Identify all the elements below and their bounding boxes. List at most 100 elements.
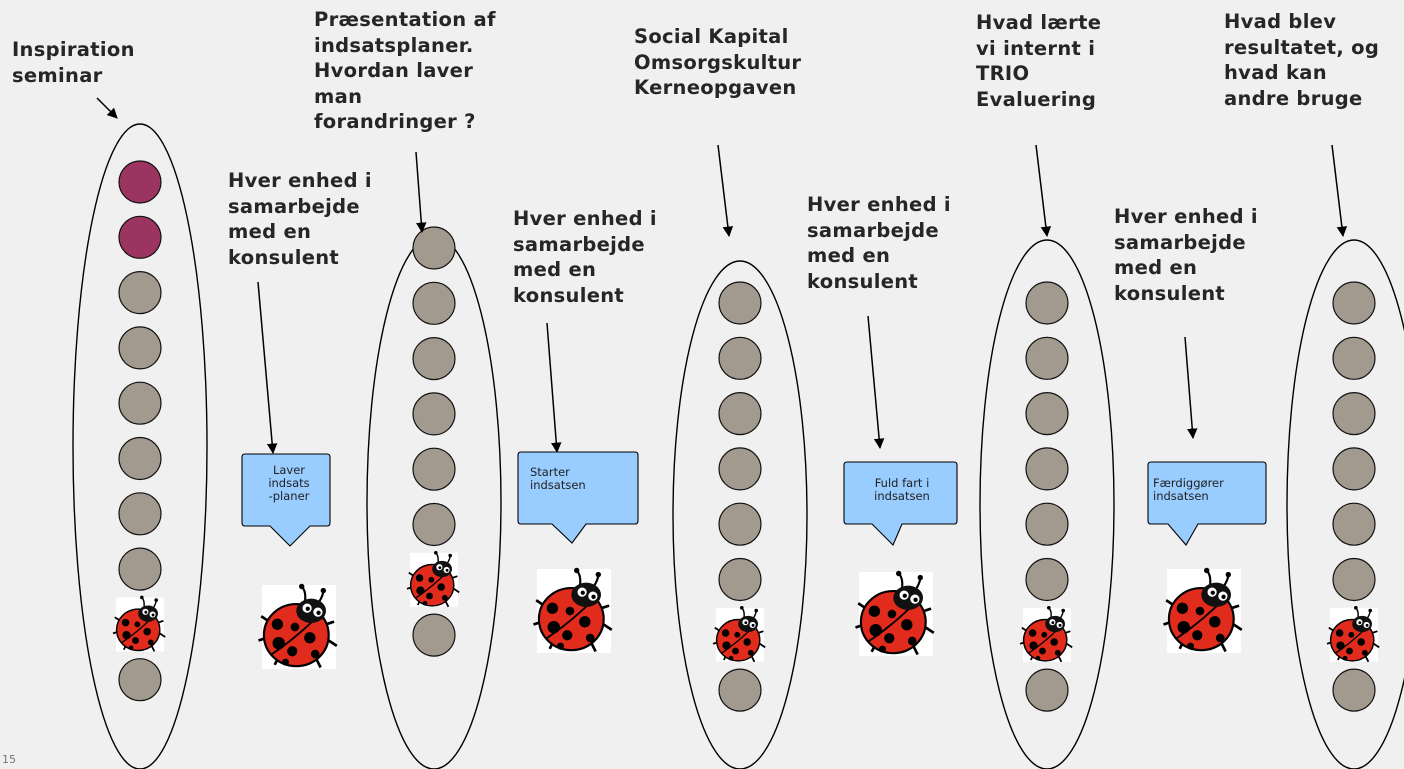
bubble-line: Laver (272, 463, 306, 477)
phase-label-evaluering: Hvad lærte vi internt i TRIO Evaluering (976, 10, 1101, 112)
gray-dot (718, 336, 762, 380)
label-line: Hver enhed i (228, 169, 372, 192)
bubble-text-2: Starter indsatsen (530, 466, 586, 492)
gray-dot (718, 502, 762, 546)
label-line: Omsorgskultur (634, 50, 802, 74)
gray-dot (718, 447, 762, 491)
transition-label-2: Hver enhed i samarbejde med en konsulent (513, 206, 657, 308)
arrow (1035, 144, 1052, 238)
phase-ellipse (979, 239, 1115, 769)
label-line: Hver enhed i (513, 207, 657, 230)
bubble-line: indsatsen (874, 489, 930, 503)
slide-number: 15 (2, 753, 16, 766)
purple-dot (118, 160, 162, 204)
label-line: Hvordan laver (314, 59, 474, 82)
arrow (867, 315, 885, 450)
gray-dot (118, 326, 162, 370)
label-line: TRIO (976, 62, 1030, 85)
gray-dot (718, 668, 762, 712)
gray-dot (1332, 557, 1376, 602)
gray-dot (412, 281, 456, 325)
label-line: vi internt i (976, 36, 1096, 60)
label-line: forandringer ? (314, 110, 476, 133)
label-line: konsulent (228, 245, 340, 269)
arrow (1331, 144, 1348, 238)
arrow (96, 97, 118, 119)
gray-dot (718, 392, 762, 436)
label-line: man (314, 84, 363, 108)
label-line: Hvad blev (1224, 10, 1337, 33)
label-line: hvad kan (1224, 61, 1327, 84)
label-line: Inspiration (12, 38, 135, 61)
phase-ellipse (72, 123, 208, 769)
gray-dot (412, 613, 456, 657)
gray-dot (1025, 502, 1069, 546)
phase-ellipse (1286, 239, 1404, 769)
phase-label-inspiration: Inspiration seminar (12, 37, 135, 88)
label-line: konsulent (807, 269, 919, 293)
purple-dot (118, 215, 162, 259)
gray-dot (412, 502, 456, 547)
bubble-line: Starter (530, 465, 570, 479)
gray-dot (1025, 336, 1069, 380)
gray-dot (412, 337, 456, 381)
gray-dot (118, 381, 162, 425)
phase-label-social-kapital: Social Kapital Omsorgskultur Kerneopgave… (634, 24, 801, 101)
bubble-text-1: Laver indsats -planer (260, 464, 318, 503)
gray-dot (718, 281, 762, 325)
bubble-text-3: Fuld fart i indsatsen (850, 477, 954, 503)
gray-dot (1332, 668, 1376, 712)
phase-label-resultat: Hvad blev resultatet, og hvad kan andre … (1224, 9, 1379, 111)
transition-label-1: Hver enhed i samarbejde med en konsulent (228, 168, 372, 270)
label-line: samarbejde (1114, 230, 1246, 254)
label-line: Social Kapital (634, 25, 789, 48)
label-line: med en (228, 220, 312, 243)
label-line: konsulent (513, 283, 625, 307)
gray-dot (118, 436, 162, 481)
label-line: Kerneopgaven (634, 76, 797, 99)
arrow (546, 322, 562, 454)
transition-label-3: Hver enhed i samarbejde med en konsulent (807, 192, 951, 294)
arrow (415, 151, 427, 234)
bubble-line: Færdiggører (1153, 476, 1224, 490)
bubble-line: indsats (268, 476, 310, 490)
label-line: indsatsplaner. (314, 33, 474, 57)
label-line: Hver enhed i (1114, 205, 1258, 228)
label-line: konsulent (1114, 281, 1226, 305)
speech-bubble (843, 461, 958, 546)
gray-dot (118, 658, 162, 702)
gray-dot (1025, 447, 1069, 491)
label-line: Evaluering (976, 87, 1097, 111)
label-line: med en (1114, 256, 1198, 279)
gray-dot (412, 226, 456, 270)
bubble-line: Fuld fart i (874, 476, 930, 490)
bubble-text-4: Færdiggører indsatsen (1153, 477, 1224, 503)
gray-dot (118, 492, 162, 536)
arrow (257, 281, 278, 455)
label-line: Præsentation af (314, 8, 496, 31)
gray-dot (118, 547, 162, 591)
gray-dot (1025, 392, 1069, 436)
label-line: samarbejde (228, 194, 360, 218)
label-line: resultatet, og (1224, 35, 1380, 59)
gray-dot (412, 447, 456, 491)
gray-dot (1332, 502, 1376, 546)
label-line: samarbejde (513, 232, 645, 256)
gray-dot (1332, 281, 1376, 325)
speech-bubble (1147, 461, 1267, 546)
label-line: med en (513, 258, 597, 281)
bubble-line: indsatsen (530, 478, 586, 492)
bubble-line: -planer (268, 489, 310, 503)
label-line: andre bruge (1224, 86, 1363, 110)
gray-dot (718, 557, 762, 602)
bubble-line: indsatsen (1153, 489, 1209, 503)
gray-dot (1332, 447, 1376, 491)
label-line: Hver enhed i (807, 193, 951, 216)
gray-dot (118, 271, 162, 315)
transition-label-4: Hver enhed i samarbejde med en konsulent (1114, 204, 1258, 306)
arrow (717, 144, 734, 238)
gray-dot (1025, 557, 1069, 602)
arrow (1184, 336, 1198, 440)
label-line: seminar (12, 63, 103, 87)
